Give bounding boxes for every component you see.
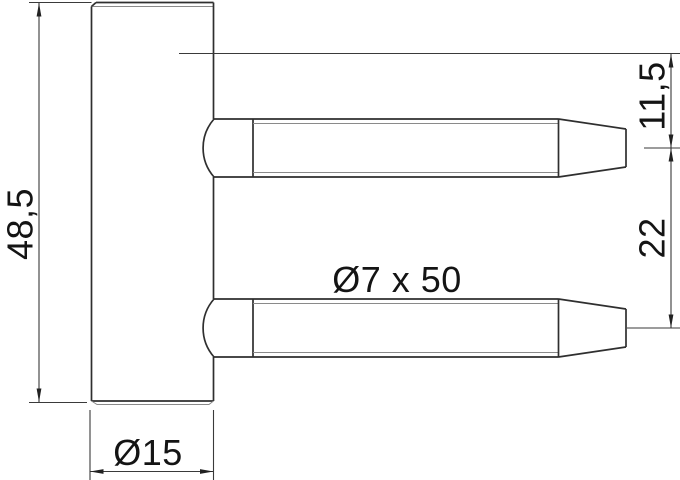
pin-top (202, 118, 627, 178)
dim-body-height-arrow-down (36, 388, 42, 402)
pin-bottom-shaft-inner-lines (253, 303, 559, 353)
dim-label-body-diameter: Ø15 (113, 432, 183, 473)
dim-body-diameter-ext-lines (89, 410, 215, 480)
pin-bottom-dome-arc (202, 298, 215, 358)
dim-right-side: 11,5 22 (179, 52, 680, 329)
dim-pin-offset-arrow-down (668, 134, 674, 148)
dim-body-height-arrow-up (36, 3, 42, 17)
pin-top-shaft-edges (214, 118, 559, 178)
dim-pin-spacing-arrow-down (668, 314, 674, 328)
pin-bottom-taper-edges (558, 298, 627, 358)
dim-pin-spacing-arrow-up (668, 148, 674, 162)
pin-top-taper-edges (558, 118, 627, 178)
dim-label-body-height: 48,5 (0, 188, 41, 260)
pin-top-dome-arc (202, 118, 215, 178)
body-top-left-chamfer (90, 1, 97, 8)
dim-body-height: 48,5 (0, 1, 92, 404)
body-bottom-chamfer-line (91, 400, 214, 405)
dim-label-pin-offset: 11,5 (632, 61, 673, 130)
pin-bottom (202, 298, 627, 358)
part-body (90, 1, 215, 405)
pin-top-shaft-inner-lines (253, 123, 559, 173)
dim-pin-offset-arrow-up (668, 54, 674, 68)
pin-bottom-shaft-edges (214, 298, 559, 358)
dim-body-diameter-arrow-left (90, 469, 104, 474)
dim-body-diameter: Ø15 (89, 410, 215, 480)
dim-label-pin-spec: Ø7 x 50 (332, 259, 462, 300)
dim-body-diameter-arrow-right (200, 469, 214, 474)
dim-label-pin-spacing: 22 (632, 217, 673, 258)
